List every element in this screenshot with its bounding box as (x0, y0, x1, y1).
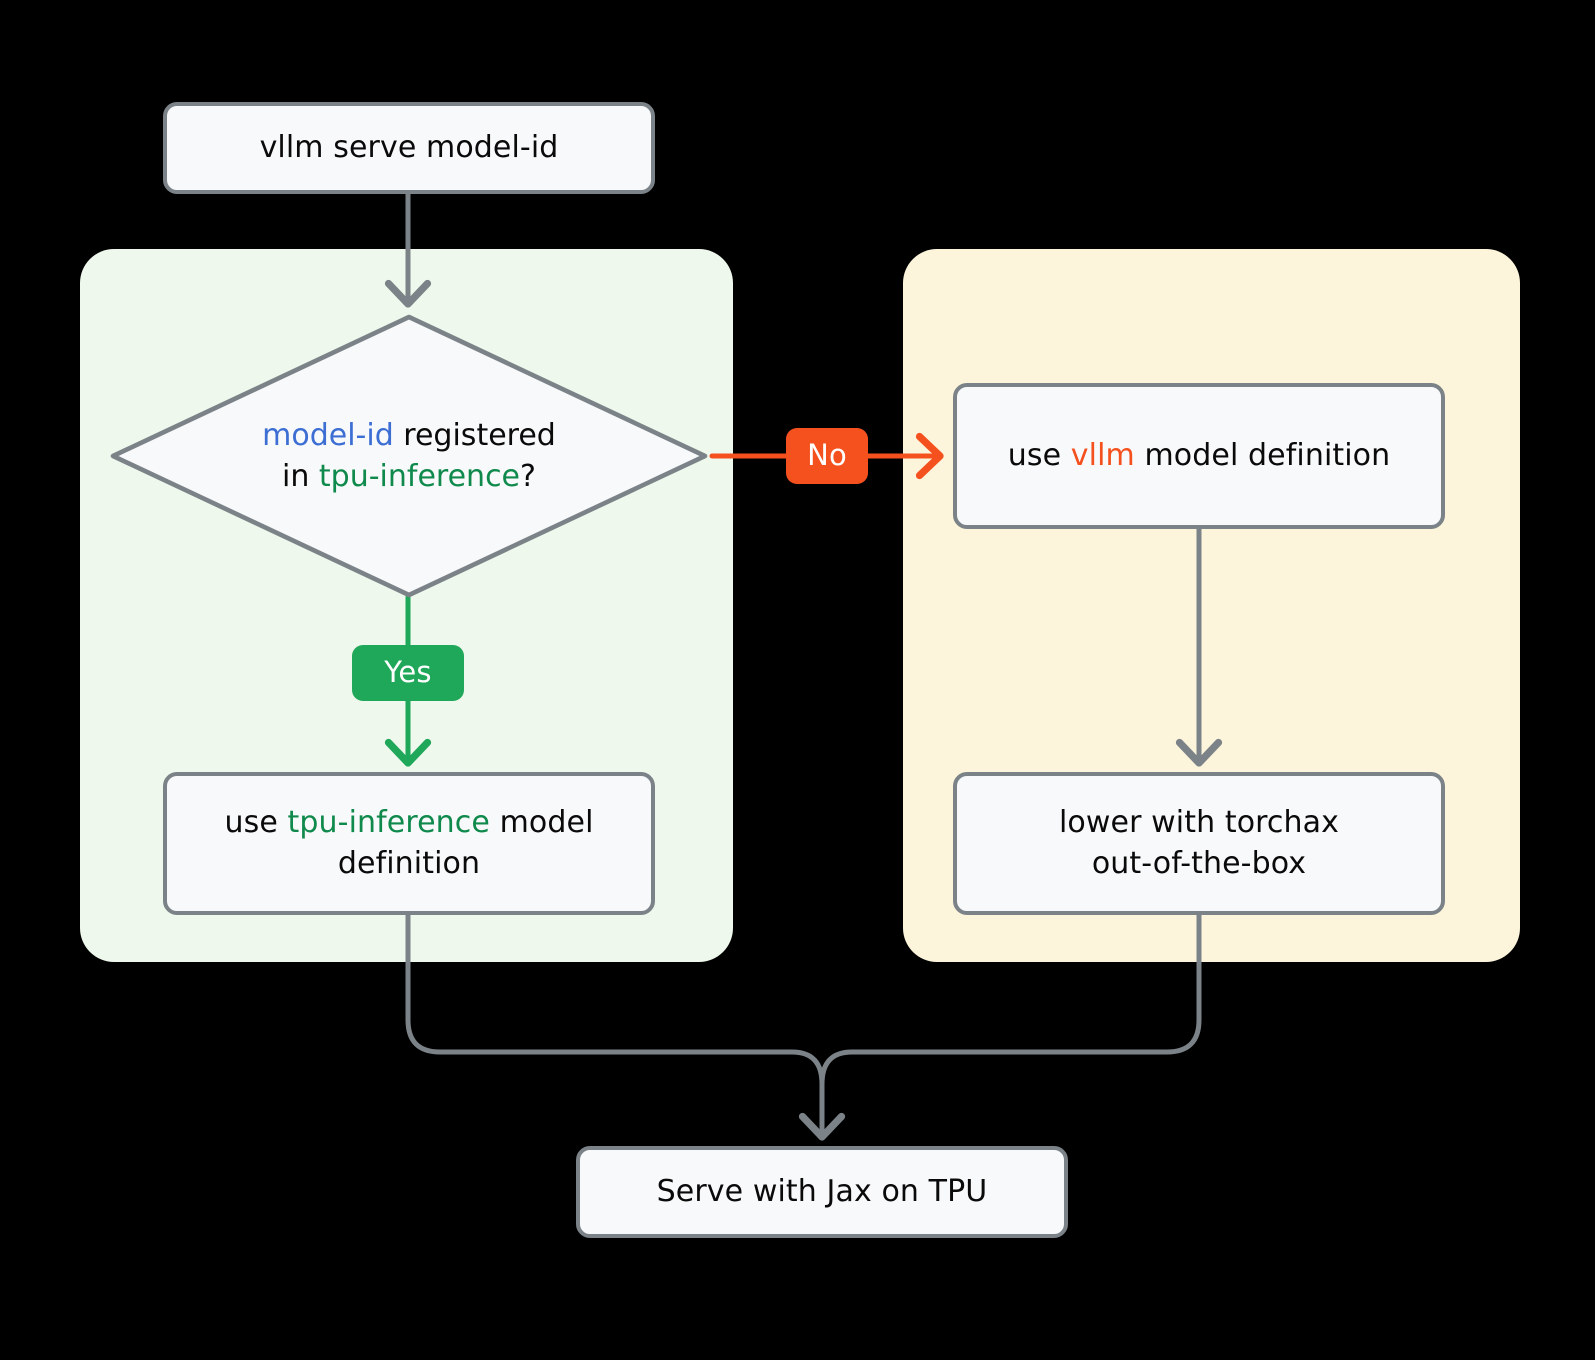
node-lower-torchax-label: lower with torchax out-of-the-box (1059, 803, 1339, 885)
node-vllm-serve[interactable]: vllm serve model-id (163, 102, 655, 194)
use-vllm-suffix: model definition (1134, 437, 1391, 473)
lower-torchax-line1: lower with torchax (1059, 804, 1339, 840)
lower-torchax-line2: out-of-the-box (1091, 845, 1307, 881)
node-decision-label: model-id registered in tpu-inference? (106, 312, 712, 600)
decision-line2-in: in (282, 459, 319, 494)
kw-model-id: model-id (262, 417, 394, 453)
use-tpu-suffix: model definition (337, 804, 594, 881)
kw-tpu-inference-node: tpu-inference (287, 804, 490, 840)
node-serve-with-jax-on-tpu[interactable]: Serve with Jax on TPU (576, 1146, 1068, 1238)
edge-label-no: No (786, 428, 868, 484)
node-lower-with-torchax[interactable]: lower with torchax out-of-the-box (953, 772, 1445, 915)
node-use-tpu-inference-model-definition[interactable]: use tpu-inference model definition (163, 772, 655, 915)
node-decision-line1: model-id registered (262, 415, 556, 456)
node-serve-jax-label: Serve with Jax on TPU (656, 1173, 988, 1209)
kw-tpu-inference: tpu-inference (318, 459, 521, 494)
kw-vllm: vllm (1070, 437, 1135, 473)
node-use-vllm-model-definition[interactable]: use vllm model definition (953, 383, 1445, 529)
edge-label-yes-text: Yes (384, 655, 432, 689)
node-decision-line2: in tpu-inference? (262, 456, 556, 497)
use-tpu-prefix: use (224, 804, 288, 840)
node-use-vllm-label: use vllm model definition (1008, 436, 1391, 477)
node-decision[interactable]: model-id registered in tpu-inference? (106, 312, 712, 600)
node-use-tpu-inference-label: use tpu-inference model definition (183, 803, 635, 885)
node-vllm-serve-label: vllm serve model-id (259, 129, 559, 165)
diamond-shape (110, 314, 708, 598)
decision-line2-qmark: ? (520, 459, 536, 494)
edge-label-yes: Yes (352, 645, 464, 701)
use-vllm-prefix: use (1007, 437, 1071, 473)
decision-line1-rest: registered (393, 417, 556, 453)
edge-label-no-text: No (807, 438, 847, 472)
